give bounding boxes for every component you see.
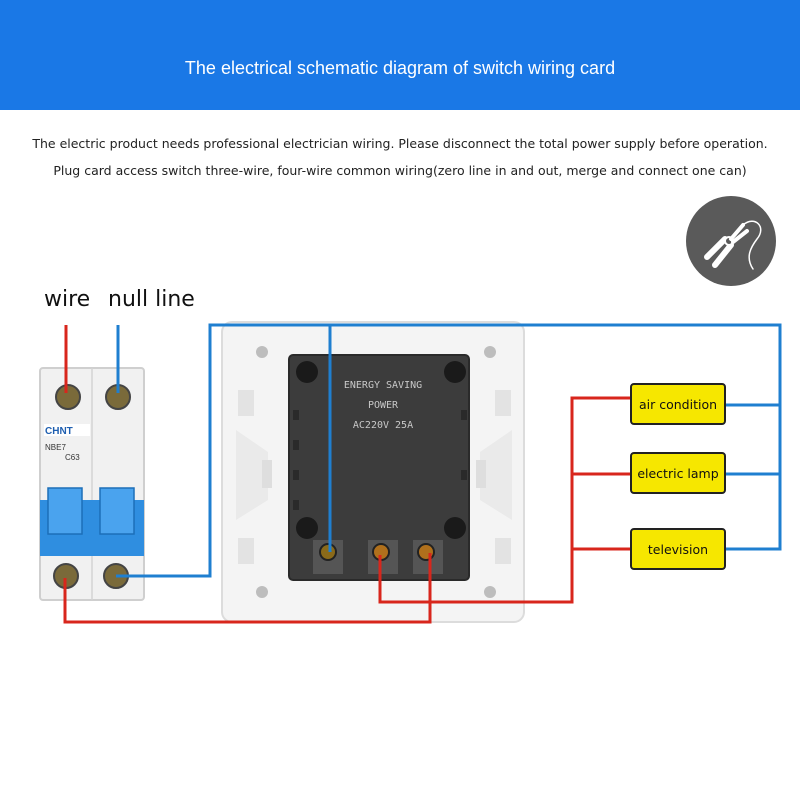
live-wires <box>63 325 630 624</box>
breaker-brand: CHNT <box>45 426 73 437</box>
neutral-wires <box>116 323 782 578</box>
electric-lamp-box: electric lamp <box>630 452 726 494</box>
pliers-icon <box>686 196 776 286</box>
header-banner <box>0 0 800 110</box>
wire-label: wire <box>44 287 91 312</box>
page-title: The electrical schematic diagram of swit… <box>184 58 616 78</box>
wiring-note: Plug card access switch three-wire, four… <box>53 163 747 178</box>
circuit-breaker: CHNT NBE7 C63 <box>39 367 145 601</box>
relay-label-line1: ENERGY SAVING <box>344 380 422 391</box>
relay-module: ENERGY SAVING POWER AC220V 25A <box>288 354 470 581</box>
breaker-rating: C63 <box>65 453 80 462</box>
television-box: television <box>630 528 726 570</box>
safety-note: The electric product needs professional … <box>32 136 768 151</box>
relay-label-line2: POWER <box>368 400 399 411</box>
relay-label-line3: AC220V 25A <box>353 420 413 431</box>
breaker-model: NBE7 <box>45 443 66 452</box>
air-condition-box: air condition <box>630 383 726 425</box>
null-line-label: null line <box>108 287 195 312</box>
